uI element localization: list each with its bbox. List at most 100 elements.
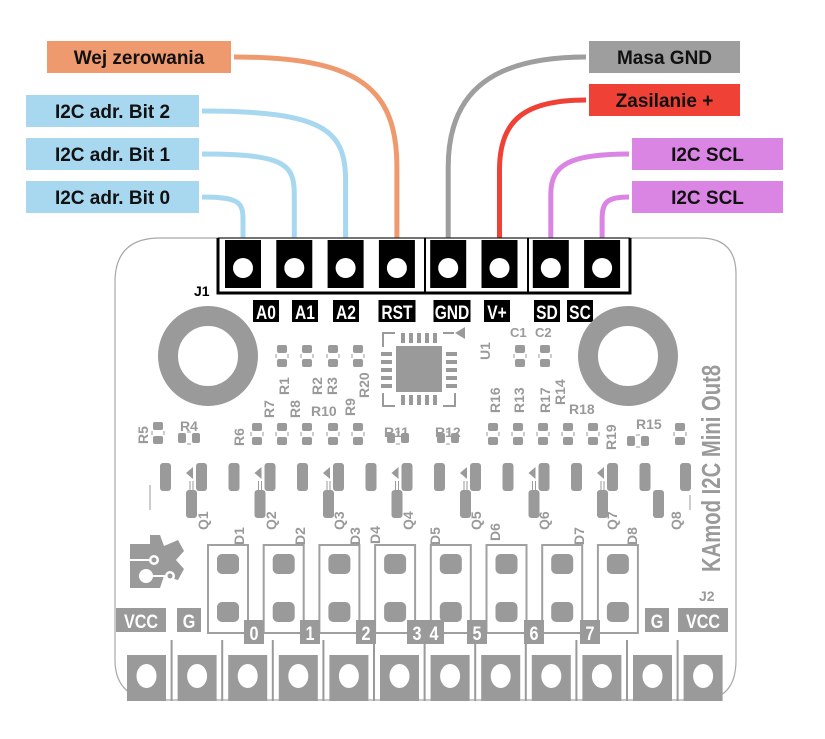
diode-pad	[470, 463, 481, 491]
silk-label-r4: R4	[180, 418, 198, 434]
silk-label-r12: R12	[435, 424, 461, 440]
j1-pin-hole	[438, 258, 459, 278]
silk-label-d3: D3	[347, 527, 363, 545]
silk-label-q6: Q6	[536, 511, 552, 530]
component-right-r4	[586, 423, 600, 445]
component-R15	[627, 434, 649, 448]
callout-box	[632, 138, 783, 170]
silk-label-d2: D2	[292, 527, 308, 545]
callout-a0: I2C adr. Bit 0	[26, 181, 199, 213]
svg-text:V+: V+	[487, 302, 506, 324]
transistor-pad	[434, 463, 445, 491]
diode-pad	[538, 463, 550, 491]
j1-pin-hole	[335, 258, 356, 278]
j1-pin-hole	[284, 258, 305, 278]
callout-box	[47, 41, 231, 73]
callout-box	[589, 84, 740, 116]
j1-pin-label-vplus: V+	[484, 300, 510, 323]
led-pad	[439, 602, 462, 622]
silk-label-r17: R17	[537, 387, 553, 413]
silk-label-r9: R9	[342, 398, 358, 416]
component-R15b	[673, 423, 687, 445]
transistor-pad	[502, 463, 514, 491]
silk-label-r1: R1	[276, 377, 292, 395]
svg-text:A0: A0	[256, 302, 276, 324]
transistor-pad	[160, 463, 171, 491]
svg-text:5: 5	[473, 623, 482, 645]
silk-label-d4: D4	[367, 526, 383, 544]
transistor-pad	[228, 463, 240, 491]
silk-label-r16: R16	[487, 387, 503, 413]
j1-pin-hole	[386, 258, 407, 278]
led-outline	[262, 544, 305, 634]
j1-pin-hole	[233, 258, 253, 278]
j2-pin-hole	[288, 664, 309, 688]
silk-label-r7: R7	[261, 400, 277, 418]
component-right-r3	[561, 423, 575, 445]
svg-text:VCC: VCC	[124, 611, 158, 633]
svg-text:6: 6	[530, 623, 539, 645]
transistor-pad	[391, 490, 403, 518]
component-top-r0	[275, 345, 289, 367]
callout-label: Masa GND	[617, 48, 712, 69]
led-pad	[495, 602, 518, 622]
diode-pad	[607, 463, 618, 491]
j2-label-6: 6	[524, 620, 544, 644]
svg-text:4: 4	[430, 623, 439, 645]
component-R4	[178, 431, 200, 445]
component-cap-1	[538, 345, 552, 367]
silk-label-q5: Q5	[468, 511, 484, 530]
j2-pin-hole	[237, 664, 258, 688]
led-outline	[596, 544, 639, 634]
silk-label-r5: R5	[135, 426, 151, 444]
component-R12	[437, 431, 459, 445]
wire-a2	[201, 108, 349, 238]
j1-pin-label-a2: A2	[333, 300, 359, 323]
wire-sda	[548, 151, 630, 238]
component-right-r0	[486, 423, 500, 445]
component-top-r3	[351, 345, 365, 367]
silk-label-c1: C1	[510, 325, 527, 340]
silk-label-r14: R14	[552, 379, 568, 405]
connector-j1: J1	[194, 237, 632, 299]
svg-text:RST: RST	[381, 302, 412, 324]
chip-label: U1	[477, 342, 493, 360]
silk-label-q7: Q7	[604, 511, 620, 530]
led-pad	[606, 602, 629, 622]
led-outline	[374, 544, 417, 634]
component-right-r1	[511, 423, 525, 445]
wire-a0	[201, 194, 246, 238]
connector-j2	[127, 640, 723, 701]
svg-text:G: G	[651, 611, 664, 633]
led-outline	[318, 544, 361, 634]
j2-label-5: 5	[467, 620, 487, 644]
open-hardware-logo-icon	[130, 535, 184, 588]
j2-label-7: 7	[580, 620, 600, 644]
diode-pad	[333, 463, 344, 491]
j2-label-vcc: VCC	[678, 608, 728, 632]
diode-pad	[401, 463, 413, 491]
svg-text:SC: SC	[569, 302, 591, 324]
j1-pin-label-rst: RST	[378, 300, 416, 324]
j1-pins	[225, 240, 621, 288]
transistor-pad	[297, 463, 308, 491]
transistor-pad	[323, 490, 334, 518]
transistor-pad	[571, 463, 582, 491]
svg-text:7: 7	[586, 623, 595, 645]
transistor-pad	[460, 490, 471, 518]
led-outline	[485, 544, 528, 634]
component-mid-r0	[250, 423, 264, 445]
silk-label-q4: Q4	[400, 511, 416, 530]
callout-label: I2C adr. Bit 0	[55, 188, 170, 209]
chip-u1: U1	[381, 327, 493, 407]
board-title: KAmod I2C Mini Out8	[697, 365, 726, 572]
silk-label-r15: R15	[636, 416, 662, 432]
j2-label-3: 3	[407, 620, 427, 644]
callout-box	[589, 41, 740, 73]
led-pad	[384, 602, 407, 622]
wire-a1	[201, 151, 297, 238]
callout-reset: Wej zerowania	[47, 41, 231, 73]
led-outline	[541, 544, 584, 634]
